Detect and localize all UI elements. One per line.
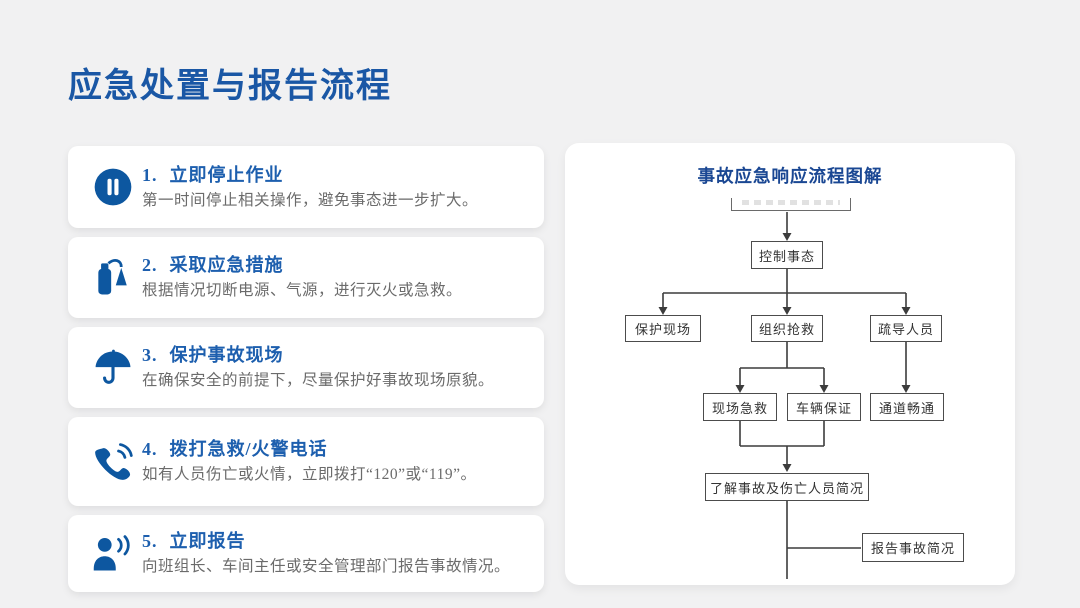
step-description: 如有人员伤亡或火情，立即拨打“120”或“119”。 bbox=[142, 466, 477, 484]
flow-node-clear-channel: 通道畅通 bbox=[870, 393, 944, 421]
flow-node-control: 控制事态 bbox=[751, 241, 823, 269]
flowchart-connectors bbox=[658, 212, 911, 579]
flow-node-start-clipped bbox=[731, 198, 851, 211]
step-title: 拨打急救/火警电话 bbox=[169, 439, 328, 460]
step-title: 保护事故现场 bbox=[169, 345, 284, 366]
flow-node-guide-people: 疏导人员 bbox=[870, 315, 942, 342]
umbrella-icon bbox=[84, 346, 142, 390]
step-card-3: 3. 保护事故现场 在确保安全的前提下，尽量保护好事故现场原貌。 bbox=[68, 327, 544, 408]
pause-icon bbox=[84, 165, 142, 209]
step-card-4: 4. 拨打急救/火警电话 如有人员伤亡或火情，立即拨打“120”或“119”。 bbox=[68, 417, 544, 506]
step-title: 立即报告 bbox=[169, 531, 246, 552]
flow-node-onsite-aid: 现场急救 bbox=[703, 393, 777, 421]
step-number: 3. bbox=[142, 345, 158, 366]
step-description: 向班组长、车间主任或安全管理部门报告事故情况。 bbox=[142, 558, 511, 576]
phone-icon bbox=[84, 440, 142, 484]
step-description: 第一时间停止相关操作，避免事态进一步扩大。 bbox=[142, 191, 479, 209]
step-number: 2. bbox=[142, 255, 158, 276]
step-description: 根据情况切断电源、气源，进行灭火或急救。 bbox=[142, 282, 463, 300]
flow-node-report: 报告事故简况 bbox=[862, 533, 964, 562]
step-number: 1. bbox=[142, 164, 158, 185]
flow-node-assess: 了解事故及伤亡人员简况 bbox=[705, 473, 869, 501]
step-description: 在确保安全的前提下，尽量保护好事故现场原貌。 bbox=[142, 372, 495, 390]
flowchart-title: 事故应急响应流程图解 bbox=[697, 166, 883, 186]
flow-node-organize-rescue: 组织抢救 bbox=[751, 315, 823, 342]
faded-text bbox=[742, 200, 840, 205]
page-title: 应急处置与报告流程 bbox=[68, 68, 392, 105]
steps-list: 1. 立即停止作业 第一时间停止相关操作，避免事态进一步扩大。 2. 采取应急措施 … bbox=[68, 146, 544, 592]
person-report-icon bbox=[84, 532, 142, 576]
step-title-row: 4. 拨打急救/火警电话 bbox=[142, 435, 530, 461]
step-title: 采取应急措施 bbox=[169, 255, 284, 276]
step-title-row: 5. 立即报告 bbox=[142, 527, 530, 553]
step-title-row: 3. 保护事故现场 bbox=[142, 341, 530, 367]
flowchart-panel: 事故应急响应流程图解 bbox=[565, 143, 1015, 585]
step-number: 4. bbox=[142, 439, 158, 460]
step-title-row: 2. 采取应急措施 bbox=[142, 251, 530, 277]
flow-node-vehicle-support: 车辆保证 bbox=[787, 393, 861, 421]
step-number: 5. bbox=[142, 531, 158, 552]
step-card-1: 1. 立即停止作业 第一时间停止相关操作，避免事态进一步扩大。 bbox=[68, 146, 544, 228]
step-card-2: 2. 采取应急措施 根据情况切断电源、气源，进行灭火或急救。 bbox=[68, 237, 544, 318]
step-title-row: 1. 立即停止作业 bbox=[142, 161, 530, 187]
fire-extinguisher-icon bbox=[84, 256, 142, 300]
flow-node-protect-scene: 保护现场 bbox=[625, 315, 701, 342]
step-card-5: 5. 立即报告 向班组长、车间主任或安全管理部门报告事故情况。 bbox=[68, 515, 544, 592]
step-title: 立即停止作业 bbox=[169, 164, 284, 185]
